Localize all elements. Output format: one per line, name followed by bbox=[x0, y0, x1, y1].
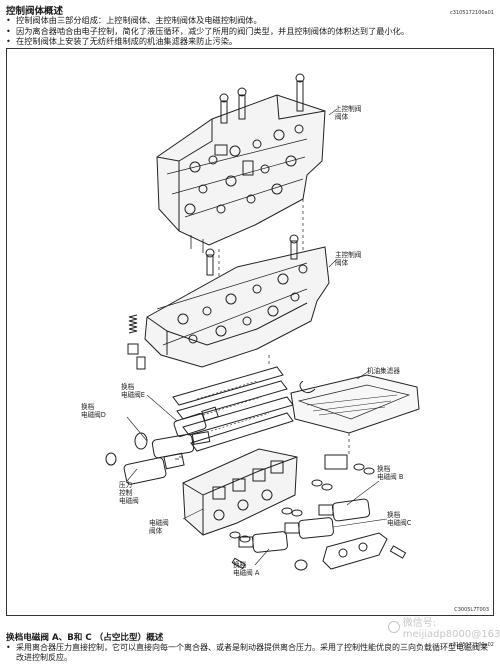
o-rings-drawing bbox=[229, 463, 375, 543]
bullet-icon: • bbox=[6, 25, 11, 36]
figure-reference-code: C3005L7T003 bbox=[454, 607, 489, 613]
bullet-item: •控制阀体由三部分组成：上控制阀体、主控制阀体及电磁控制阀体。 bbox=[6, 15, 262, 25]
label-oil-strainer: 机油集滤器 bbox=[367, 367, 400, 375]
watermark: 微信号: meijiadp8000@163 bbox=[388, 614, 500, 640]
section-reference-code: c3105172100a02 bbox=[450, 642, 494, 648]
valve-spring-drawing bbox=[127, 314, 146, 370]
bullet-icon: • bbox=[6, 36, 11, 47]
label-shift-solenoid-e: 换档电磁阀E bbox=[121, 383, 145, 399]
label-upper-valve-body: 上控制阀阀体 bbox=[335, 105, 362, 121]
bullet-icon: • bbox=[6, 643, 11, 652]
oil-strainer-drawing bbox=[290, 374, 420, 434]
bullet-item: •因为离合器啮合由电子控制，简化了液压循环，减少了所用的阀门类型，并且控制阀体的… bbox=[6, 25, 410, 36]
bottom-bullet: •采用离合器压力直接控制，它可以直接向每一个离合器、或者是制动器提供离合压力。采… bbox=[6, 643, 488, 662]
solenoid-b-drawing bbox=[318, 498, 371, 522]
pressure-solenoid-drawing bbox=[105, 452, 185, 485]
solenoid-a-drawing bbox=[238, 531, 308, 571]
label-shift-solenoid-a: 换档电磁阀 A bbox=[233, 561, 260, 577]
page-title: 控制阀体概述 bbox=[6, 6, 64, 17]
label-main-valve-body: 主控制阀阀体 bbox=[335, 251, 362, 267]
valve-body-drawing bbox=[105, 73, 420, 571]
upper-valve-body-drawing bbox=[156, 73, 326, 253]
bullet-item: •在控制阀体上安装了无纺纤维制成的机油集滤器来防止污染。 bbox=[6, 36, 238, 47]
solenoid-e-drawing bbox=[173, 406, 219, 437]
label-solenoid-valve-body: 电磁阀阀体 bbox=[149, 519, 169, 535]
label-shift-solenoid-b: 换档电磁阀 B bbox=[377, 465, 404, 481]
bolt-drawing bbox=[389, 545, 407, 559]
bolt-drawing bbox=[231, 557, 246, 570]
clamp-bracket-drawing bbox=[322, 532, 388, 570]
label-shift-solenoid-d: 换档电磁阀D bbox=[81, 403, 106, 419]
reference-code: c3105172100a01 bbox=[450, 10, 494, 16]
solenoid-valve-body-drawing bbox=[182, 448, 298, 536]
bullet-icon: • bbox=[6, 15, 11, 25]
wechat-icon bbox=[388, 621, 400, 633]
overview-bullets: •控制阀体由三部分组成：上控制阀体、主控制阀体及电磁控制阀体。 •因为离合器啮合… bbox=[6, 15, 494, 47]
solenoid-c-drawing bbox=[284, 517, 334, 539]
exploded-diagram: 上控制阀阀体 主控制阀阀体 机油集滤器 换档电磁阀E 换档电磁阀D 压力控制电磁… bbox=[6, 48, 494, 616]
section-title: 换档电磁阀 A、B和 C （占空比型）概述 bbox=[6, 633, 164, 643]
main-valve-body-drawing bbox=[144, 234, 330, 368]
separator-plates-drawing bbox=[172, 366, 294, 452]
label-pressure-control-solenoid: 压力控制电磁阀 bbox=[119, 481, 139, 505]
plug-part-drawing bbox=[324, 454, 348, 470]
solenoid-d-drawing bbox=[134, 431, 211, 459]
label-shift-solenoid-c: 换档电磁阀C bbox=[387, 511, 412, 527]
